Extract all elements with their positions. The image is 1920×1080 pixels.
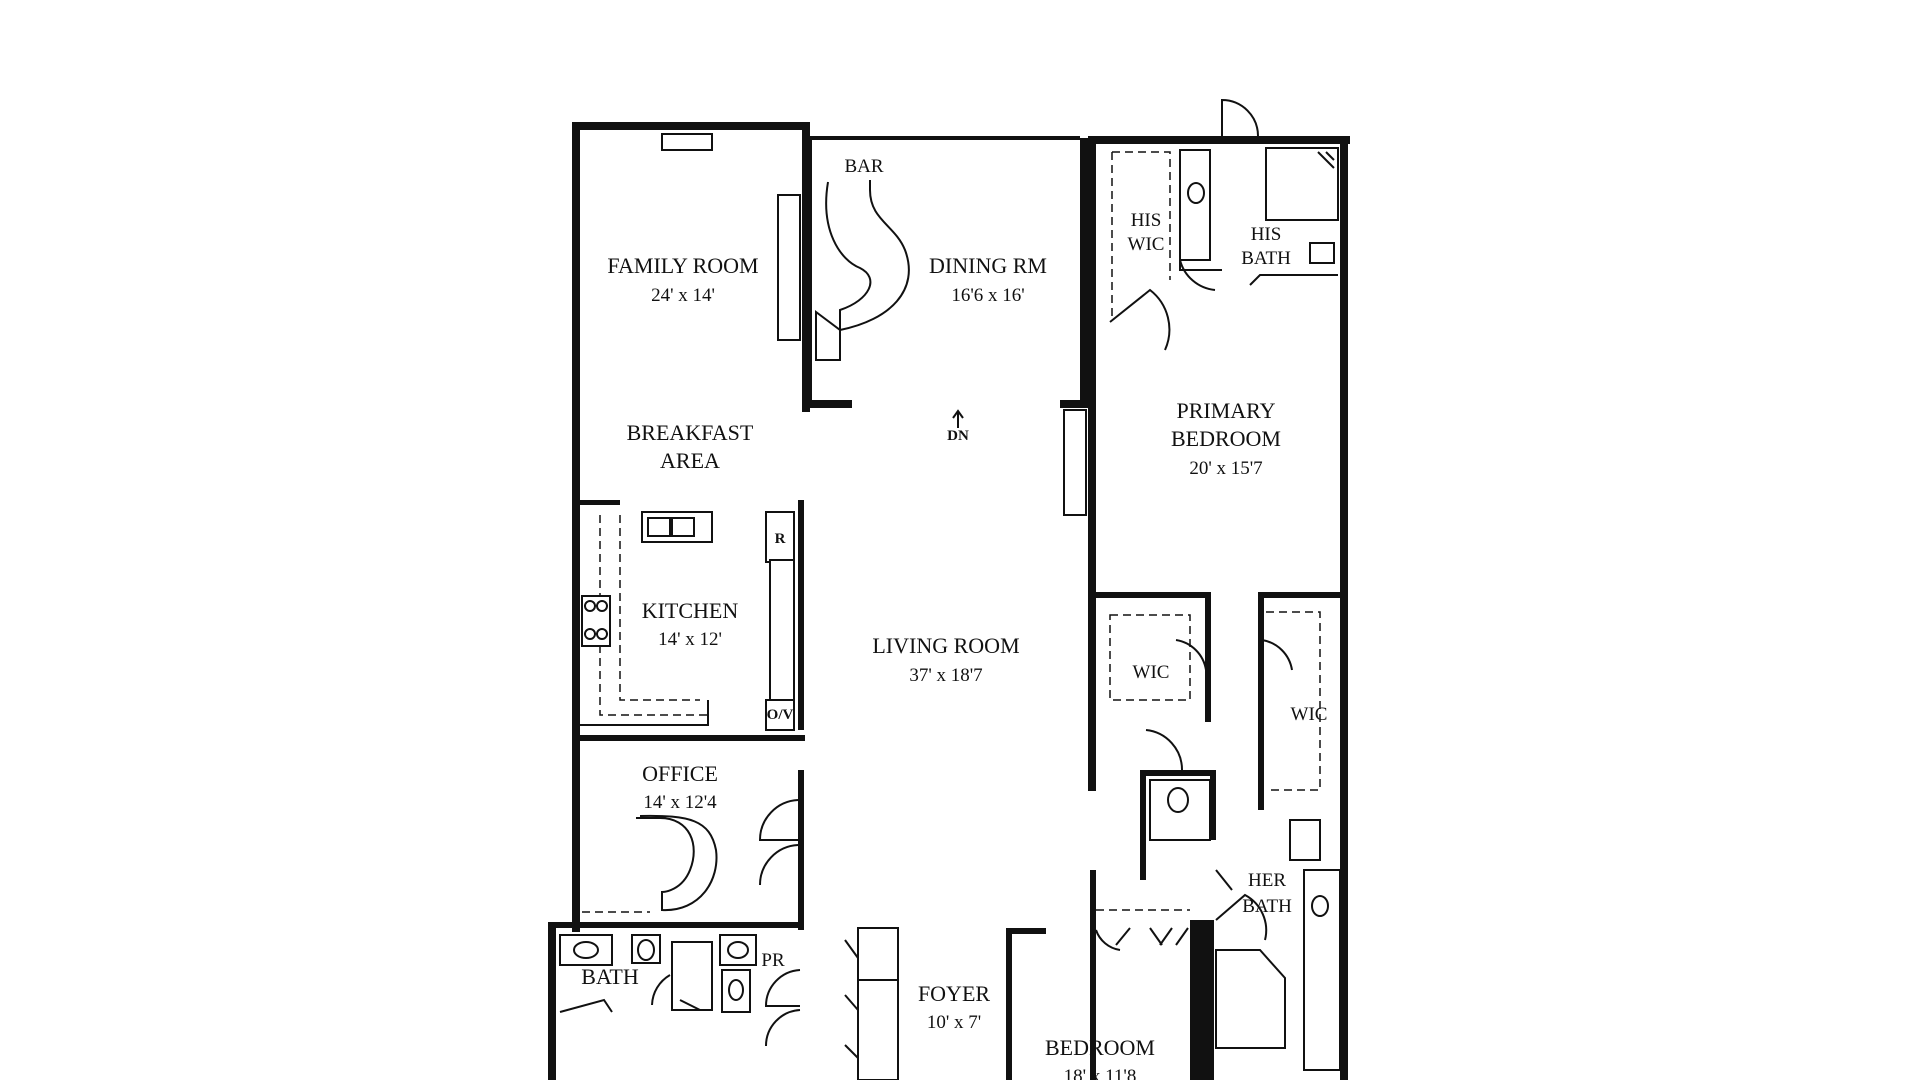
room-labels: FAMILY ROOM 24' x 14' BAR DINING RM 16'6… [581, 156, 1327, 1080]
office-size: 14' x 12'4 [643, 792, 717, 813]
windows [575, 125, 1345, 1040]
dining-room-size: 16'6 x 16' [951, 285, 1024, 306]
foyer-fixtures [758, 98, 1259, 1080]
dn-label: DN [947, 428, 969, 444]
bar-label: BAR [844, 156, 883, 177]
primary-bedroom-label-1: PRIMARY [1176, 398, 1275, 423]
oven-label: O/V [767, 707, 794, 723]
walls [548, 122, 1350, 1080]
bath-fixtures [559, 934, 757, 1013]
his-wic-label-2: WIC [1128, 234, 1165, 255]
her-bath-label-2: BATH [1242, 896, 1292, 917]
living-room-size: 37' x 18'7 [909, 665, 982, 686]
foyer-label: FOYER [918, 981, 990, 1006]
family-room-size: 24' x 14' [651, 285, 715, 306]
living-room-label: LIVING ROOM [872, 633, 1019, 658]
his-bath-label-1: HIS [1251, 224, 1282, 245]
refrigerator-label: R [775, 531, 786, 547]
kitchen-fixtures [580, 511, 795, 739]
powder-room-label: PR [761, 950, 785, 971]
her-bath-label-1: HER [1248, 870, 1286, 891]
bedroom-size: 18' x 11'8 [1064, 1066, 1137, 1080]
dining-room-label: DINING RM [929, 253, 1047, 278]
bar-counter [815, 180, 910, 361]
wic-right-label: WIC [1291, 704, 1328, 725]
primary-bedroom-size: 20' x 15'7 [1189, 458, 1262, 479]
breakfast-area-label-1: BREAKFAST [627, 420, 754, 445]
kitchen-label: KITCHEN [642, 598, 739, 623]
wic-left-label: WIC [1133, 662, 1170, 683]
family-room-label: FAMILY ROOM [607, 253, 758, 278]
primary-suite-fixtures [1095, 147, 1341, 1071]
primary-bedroom-label-2: BEDROOM [1171, 426, 1281, 451]
bath-label: BATH [581, 964, 639, 989]
office-desk [582, 814, 718, 913]
kitchen-size: 14' x 12' [658, 629, 722, 650]
his-wic-label-1: HIS [1131, 210, 1162, 231]
foyer-size: 10' x 7' [927, 1012, 981, 1033]
down-arrow-icon [952, 409, 964, 428]
bedroom-label: BEDROOM [1045, 1035, 1155, 1060]
his-bath-label-2: BATH [1241, 248, 1291, 269]
office-label: OFFICE [642, 761, 718, 786]
breakfast-area-label-2: AREA [660, 448, 720, 473]
